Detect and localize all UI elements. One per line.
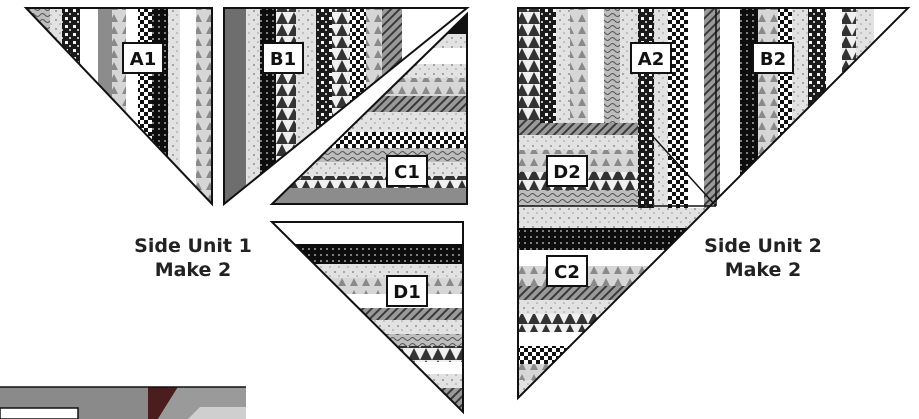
side-unit-2-caption: Side Unit 2 Make 2 [688, 234, 838, 282]
side-unit-1-title: Side Unit 1 [134, 235, 252, 257]
side-unit-2-make: Make 2 [724, 259, 802, 281]
label-b2: B2 [752, 42, 794, 74]
partial-block-graphic [0, 386, 246, 419]
label-d2: D2 [546, 155, 588, 187]
piece-a1 [23, 7, 213, 207]
label-c1: C1 [386, 155, 428, 187]
label-d1: D1 [386, 275, 428, 307]
side-unit-1-caption: Side Unit 1 Make 2 [118, 234, 268, 282]
side-unit-2-block [517, 7, 911, 401]
label-c2: C2 [546, 255, 588, 287]
label-b1: B1 [262, 42, 304, 74]
piece-d1 [269, 221, 464, 415]
label-a2: A2 [630, 42, 672, 74]
side-unit-1-make: Make 2 [154, 259, 232, 281]
label-a1: A1 [122, 42, 164, 74]
side-unit-2-title: Side Unit 2 [704, 235, 822, 257]
